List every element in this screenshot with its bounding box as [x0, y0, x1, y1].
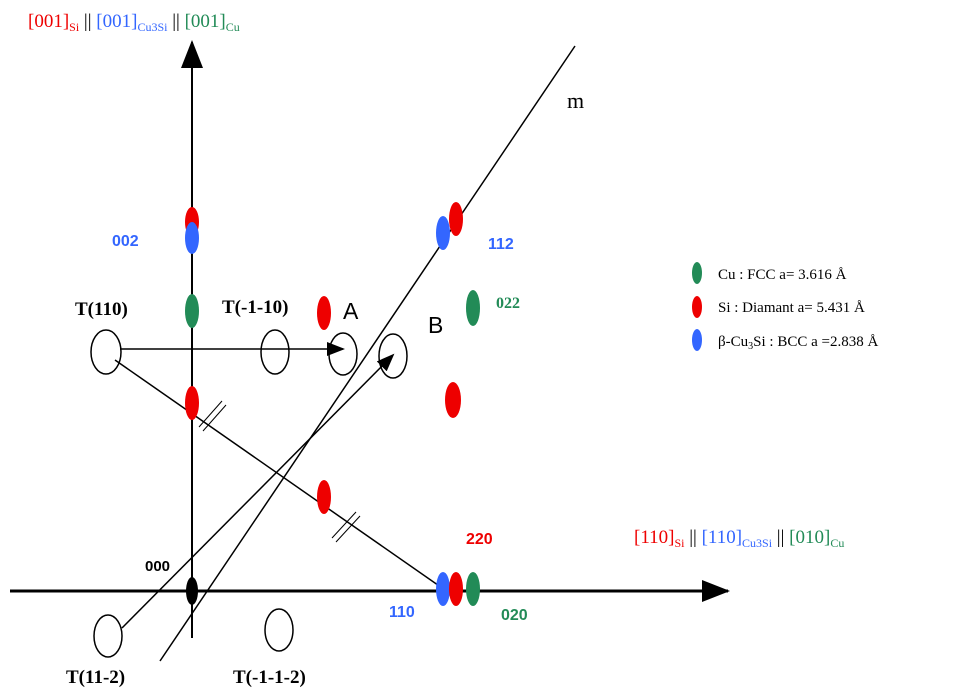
tick-mark [335, 515, 361, 543]
diagonal-line [114, 359, 446, 591]
legend-entry-cu3si: β-Cu3Si : BCC a =2.838 Å [718, 334, 878, 352]
spot-cu-vertical [185, 294, 199, 328]
label-t110: T(110) [75, 299, 128, 320]
legend-entry-si: Si : Diamant a= 5.431 Å [718, 300, 865, 316]
spot-origin [186, 577, 198, 605]
spot-si-diagonal [317, 480, 331, 514]
spot-cu3si-112 [436, 216, 450, 250]
label-t11-2: T(11-2) [66, 667, 125, 688]
label-000: 000 [145, 558, 170, 575]
label-110: 110 [389, 604, 415, 621]
spot-a [328, 332, 358, 376]
tick-mark [202, 404, 227, 432]
twin-spot-t11-2 [93, 614, 123, 658]
label-b: B [428, 312, 443, 338]
spot-si-left [317, 296, 331, 330]
spot-cu-022 [466, 290, 480, 326]
twin-spot-t-1-1-2 [264, 608, 294, 652]
legend-entry-cu: Cu : FCC a= 3.616 Å [718, 267, 847, 283]
spot-si-112 [449, 202, 463, 236]
right-axis-label: [110]Si || [110]Cu3Si || [010]Cu [634, 527, 844, 550]
spot-b [378, 333, 408, 379]
twin-spot-t110 [90, 329, 122, 375]
spot-cu-020 [466, 572, 480, 606]
twin-spot-t-1-10 [260, 329, 290, 375]
spot-cu3si-110 [436, 572, 450, 606]
label-112: 112 [488, 236, 514, 253]
legend: Cu : FCC a= 3.616 Å Si : Diamant a= 5.43… [692, 262, 878, 352]
label-020: 020 [501, 607, 528, 624]
spot-si-vertical [185, 386, 199, 420]
label-220: 220 [466, 531, 493, 548]
spot-si-right [445, 382, 461, 418]
label-t-1-1-2: T(-1-1-2) [233, 667, 306, 688]
legend-marker-cu3si [692, 329, 702, 351]
tick-mark [198, 400, 223, 428]
legend-marker-cu [692, 262, 702, 284]
spot-cu3si-002 [185, 222, 199, 254]
top-axis-label: [001]Si || [001]Cu3Si || [001]Cu [28, 11, 240, 34]
label-t-1-10: T(-1-10) [222, 297, 288, 318]
legend-marker-si [692, 296, 702, 318]
line-m [159, 45, 576, 662]
spot-si-220 [449, 572, 463, 606]
label-022: 022 [496, 295, 520, 312]
vector-to-b [121, 353, 395, 629]
label-002: 002 [112, 233, 139, 250]
line-m-label: m [567, 88, 584, 113]
label-a: A [343, 298, 359, 324]
tick-mark [331, 511, 357, 539]
